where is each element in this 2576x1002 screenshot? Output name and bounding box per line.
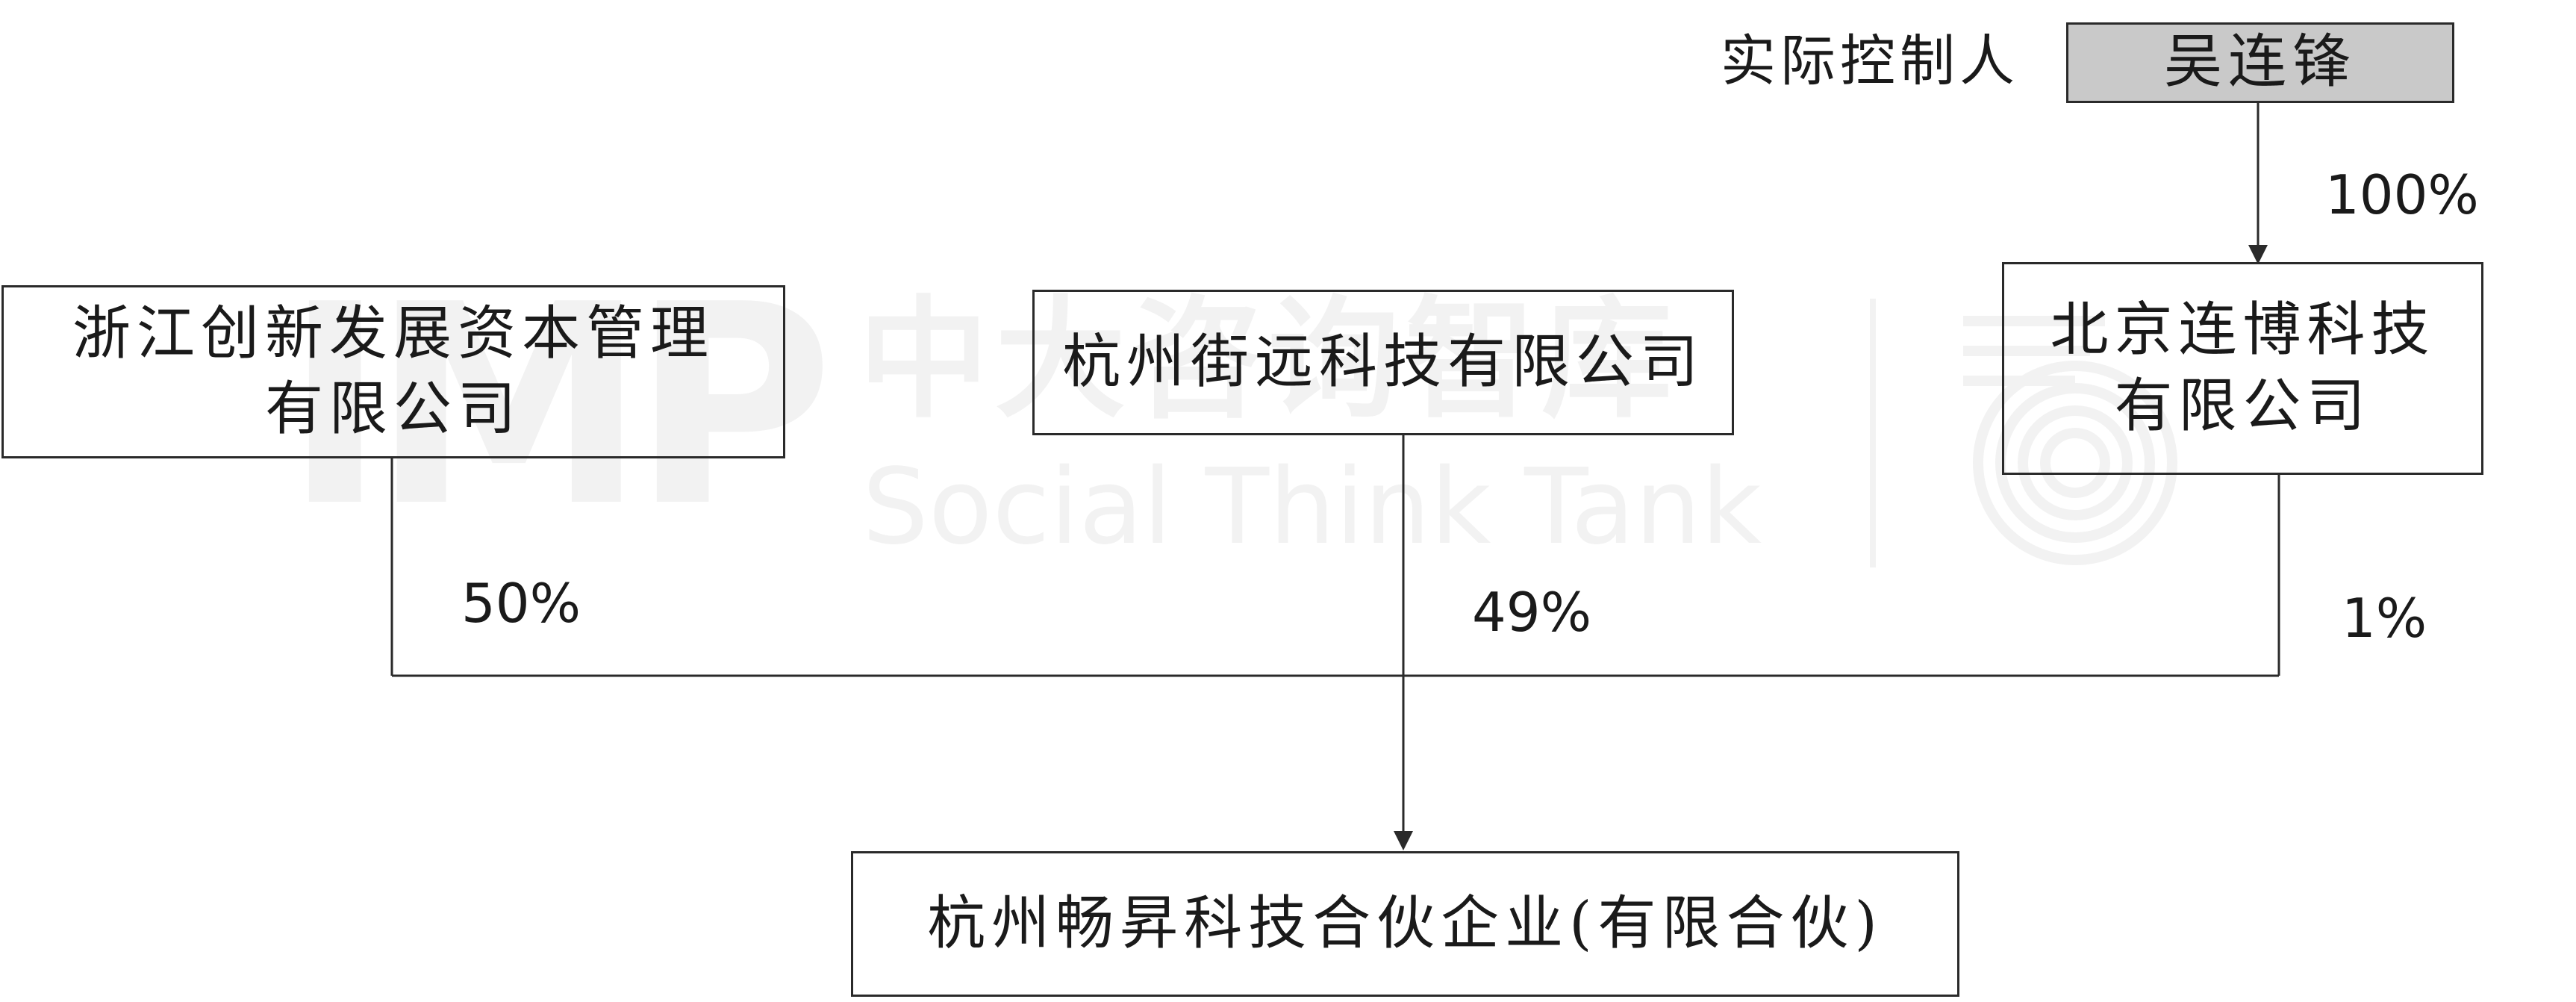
hangzhou-jieyuan-name: 杭州街远科技有限公司 xyxy=(1061,328,1704,396)
watermark-divider xyxy=(1870,299,1876,567)
controller-label: 实际控制人 xyxy=(1721,29,2019,93)
share-100: 100% xyxy=(2325,164,2479,226)
watermark-seal-icon xyxy=(1963,316,2177,565)
hangzhou-jieyuan-box: 杭州街远科技有限公司 xyxy=(1032,290,1734,435)
zhejiang-box: 浙江创新发展资本管理 有限公司 xyxy=(1,285,785,458)
beijing-lianbo-name: 北京连博科技 有限公司 xyxy=(2050,296,2436,440)
target-entity-box: 杭州畅昇科技合伙企业(有限合伙) xyxy=(851,851,1959,997)
share-49: 49% xyxy=(1472,581,1592,644)
controller-box: 吴连锋 xyxy=(2066,22,2454,103)
zhejiang-name: 浙江创新发展资本管理 有限公司 xyxy=(72,299,714,443)
share-50: 50% xyxy=(461,572,581,635)
share-1: 1% xyxy=(2342,587,2427,650)
beijing-lianbo-box: 北京连博科技 有限公司 xyxy=(2002,262,2483,475)
target-entity-name: 杭州畅昇科技合伙企业(有限合伙) xyxy=(927,889,1883,957)
controller-name: 吴连锋 xyxy=(2163,28,2357,96)
